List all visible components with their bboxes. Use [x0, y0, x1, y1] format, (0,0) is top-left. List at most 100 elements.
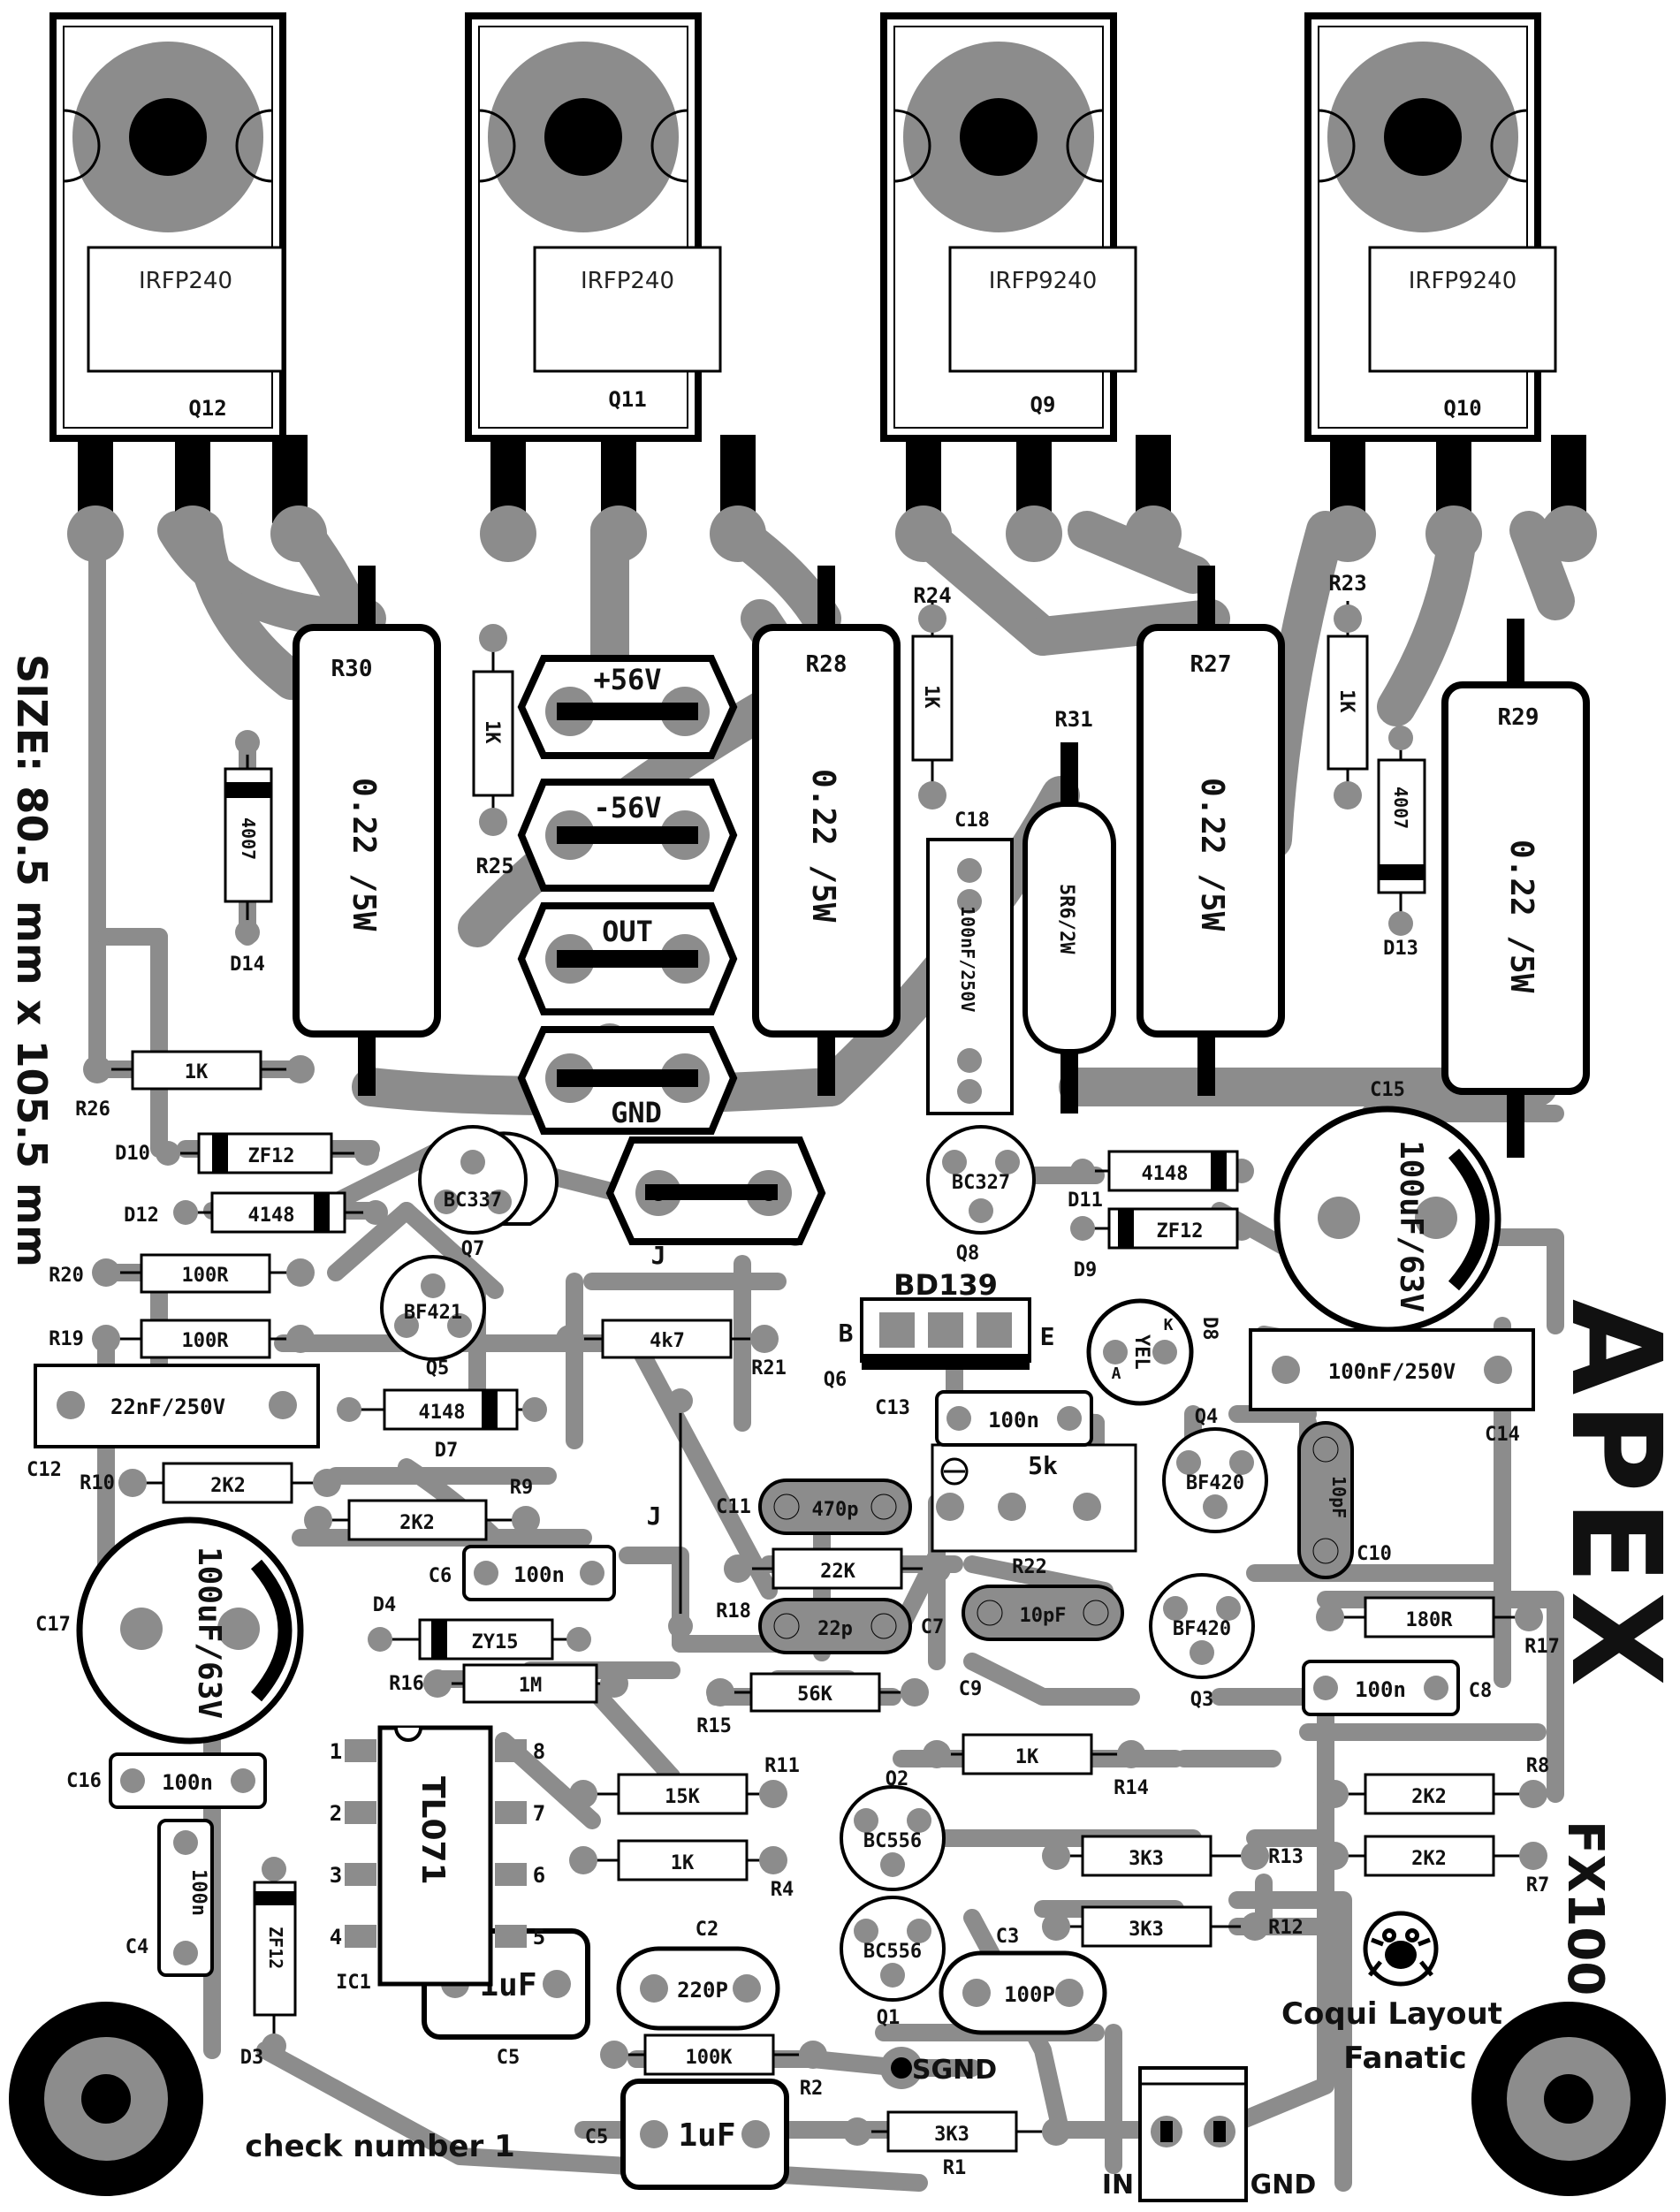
diode-ref: D12: [124, 1205, 159, 1227]
capacitor-value: 100n: [513, 1562, 565, 1587]
resistor-value: 3K3: [934, 2124, 969, 2146]
capacitor-value: 10pF: [1020, 1605, 1067, 1627]
terminal-pos: +56V: [517, 655, 738, 759]
mosfet-ref: Q10: [1443, 396, 1481, 421]
jumper-label: J: [647, 1501, 662, 1531]
mosfet-q12: IRFP240 Q12: [49, 12, 327, 562]
resistor-ref: R30: [331, 656, 373, 682]
resistor-value: 3K3: [1129, 1848, 1164, 1870]
jumper-label: J: [651, 1241, 666, 1270]
resistor-r13: 3K3 R13: [1042, 1835, 1304, 1877]
resistor-ref: R4: [771, 1879, 794, 1901]
resistor-value: 2K2: [210, 1475, 246, 1497]
resistor-value: 1M: [519, 1675, 543, 1697]
capacitor-c5-lower: 1uF C5: [585, 2079, 789, 2190]
jumper-j2: J: [647, 1388, 693, 1638]
mosfet-q10: IRFP9240 Q10: [1304, 12, 1597, 562]
power-resistor-r30: R30 0.22 /5W: [293, 566, 441, 1096]
diodes: 4007 D14 4007 D13 ZF12 D10 4148: [115, 726, 1426, 2069]
resistor-r11: 15K R11: [569, 1755, 800, 1815]
diode-d9: ZF12 D9: [1070, 1207, 1254, 1281]
resistor-ref: R8: [1526, 1755, 1550, 1777]
resistor-ref: R27: [1190, 651, 1232, 678]
resistor-value: 22K: [820, 1561, 855, 1583]
diode-part: 4148: [248, 1205, 295, 1227]
transistor-ref: Q5: [426, 1357, 450, 1380]
ic-tl071: 1 2 3 4 5 6 7 8 TL071 IC1: [330, 1725, 545, 1994]
capacitor-c9: 10pF C9: [959, 1585, 1124, 1700]
resistor-r23: 1K R23: [1327, 571, 1369, 810]
resistor-ref: R31: [1054, 707, 1092, 732]
transistor-part: BF421: [404, 1302, 462, 1324]
mosfet-q11: IRFP240 Q11: [465, 12, 766, 562]
trimmer-r22: 5k R22: [931, 1443, 1137, 1578]
capacitor-ref: C8: [1469, 1680, 1493, 1702]
resistor-ref: R7: [1526, 1874, 1550, 1897]
mosfet-q9: IRFP9240 Q9: [880, 12, 1182, 562]
resistor-r26: 1K R26: [75, 1050, 315, 1121]
capacitor-c4: 100n C4: [125, 1819, 214, 1977]
resistor-r19: 100R R19: [49, 1319, 315, 1359]
mounting-holes: [9, 2002, 1666, 2196]
diode-ref: D7: [435, 1440, 459, 1462]
ic-pin: 5: [533, 1925, 545, 1950]
resistor-ref: R11: [764, 1755, 800, 1777]
ic-ref: IC1: [336, 1972, 371, 1994]
terminal-label: +56V: [593, 663, 661, 696]
transistor-ref: Q1: [877, 2007, 901, 2029]
resistor-r21: 4k7 R21: [556, 1319, 787, 1380]
capacitor-c18: 100nF/250V C18: [926, 810, 1014, 1115]
resistor-ref: R23: [1328, 571, 1366, 596]
resistor-r18: 22K R18: [716, 1547, 951, 1623]
resistor-ref: R28: [806, 651, 848, 678]
led-color: YEL: [1130, 1334, 1152, 1370]
resistor-value: 1K: [671, 1852, 695, 1874]
capacitor-value: 100n: [988, 1408, 1039, 1433]
resistor-ref: R2: [800, 2078, 824, 2100]
power-resistor-r28: R28 0.22 /5W: [752, 566, 901, 1096]
transistor-ref: Q4: [1195, 1406, 1219, 1428]
capacitor-c11: 470p C11: [716, 1478, 912, 1535]
capacitor-value: 100P: [1004, 1982, 1055, 2007]
capacitor-ref: C12: [27, 1459, 62, 1481]
terminal-label: OUT: [602, 915, 653, 948]
resistor-ref: R1: [943, 2157, 967, 2179]
resistor-ref: R19: [49, 1328, 84, 1350]
resistor-value: 2K2: [1411, 1786, 1447, 1808]
resistors: 1K R2 5 1K R24 1K R23 1K R26: [49, 571, 1560, 2179]
mosfet-part: IRFP9240: [989, 268, 1098, 294]
diode-part: ZF12: [248, 1145, 295, 1167]
diode-d4: ZY15 D4: [368, 1594, 591, 1661]
pin-b: B: [839, 1319, 854, 1348]
capacitor-ref: C5: [497, 2047, 521, 2069]
transistor-q2: BC556 Q2: [840, 1768, 946, 1891]
capacitor-c10: 10pF C10: [1297, 1421, 1392, 1579]
mosfet-part: IRFP240: [581, 268, 674, 294]
resistor-value: 1K: [1335, 689, 1357, 713]
capacitor-value: 470p: [812, 1499, 859, 1521]
capacitor-ref: C15: [1370, 1079, 1405, 1101]
transistor-part: BD139: [893, 1268, 998, 1302]
transistor-q3: BF420 Q3: [1149, 1573, 1255, 1711]
capacitor-ref: C2: [696, 1919, 719, 1941]
resistor-ref: R29: [1498, 704, 1539, 731]
resistor-value: 0.22 /5W: [1194, 778, 1230, 931]
capacitor-ref: C6: [429, 1565, 452, 1587]
trimmer-ref: R22: [1012, 1556, 1047, 1578]
transistor-part: BF420: [1173, 1618, 1231, 1640]
ic-pin: 1: [330, 1739, 342, 1764]
input-connector: IN GND: [1102, 2066, 1316, 2202]
capacitor-c8: 100n C8: [1302, 1660, 1493, 1716]
resistor-value: 1K: [481, 720, 503, 744]
diode-d14: 4007 D14: [224, 730, 273, 976]
resistor-ref: R24: [913, 583, 951, 608]
credit-line-2: Fanatic: [1343, 2041, 1466, 2076]
diode-ref: D4: [373, 1594, 397, 1616]
capacitor-value: 220P: [677, 1978, 728, 2003]
resistor-ref: R13: [1268, 1846, 1304, 1868]
power-resistor-r27: R27 0.22 /5W: [1136, 566, 1285, 1096]
brand-logo: APEX: [1543, 1299, 1680, 1694]
led-ref: D8: [1198, 1317, 1220, 1341]
resistor-value: 3K3: [1129, 1919, 1164, 1941]
